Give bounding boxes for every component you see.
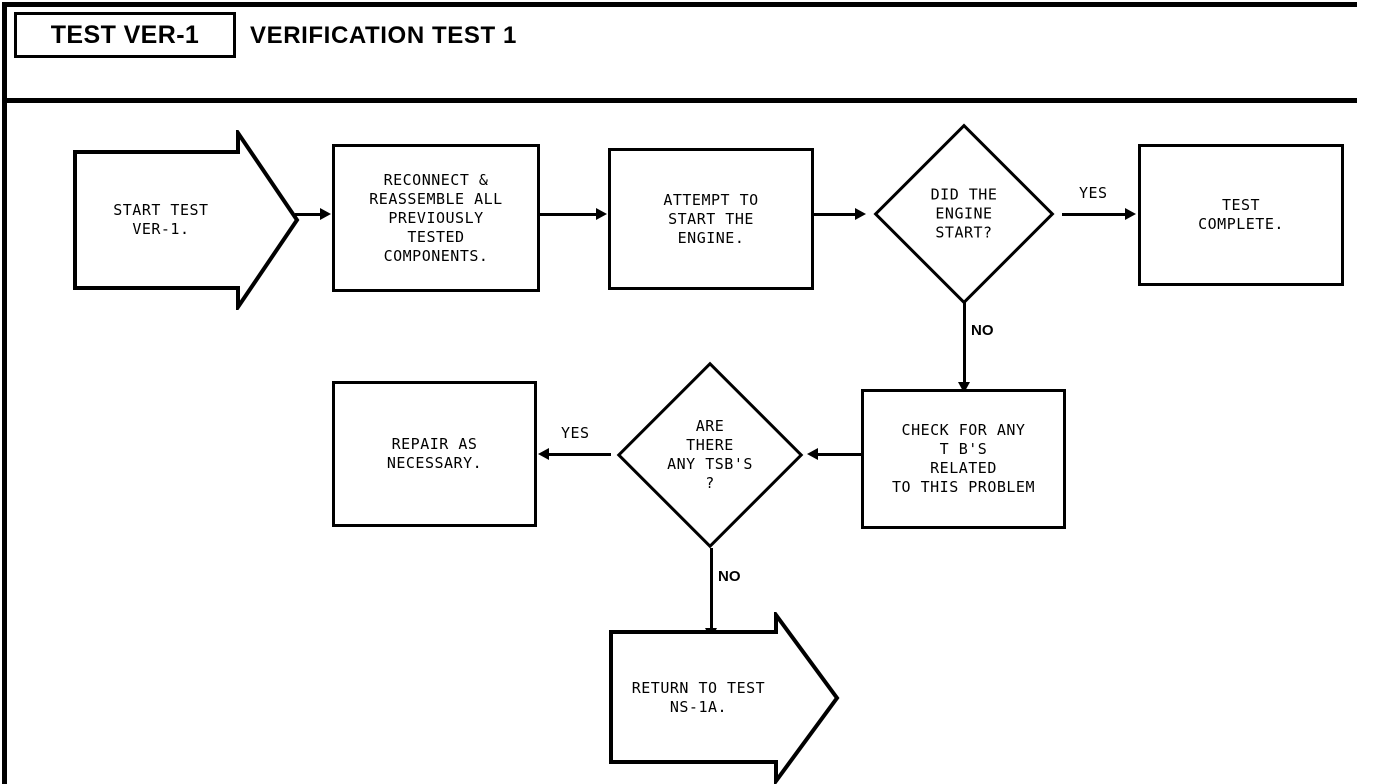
edge-reconnect-to-attempt — [540, 213, 596, 216]
node-start-test[interactable]: START TEST VER-1. — [72, 130, 300, 310]
edge-label-yes-tsb: YES — [561, 424, 590, 442]
edge-no-to-check-tsb-arrowhead — [958, 382, 970, 393]
edge-label-yes-engine: YES — [1079, 184, 1108, 202]
edge-attempt-to-decision-arrowhead — [855, 208, 866, 220]
edge-start-to-reconnect — [295, 213, 321, 216]
edge-yes-to-repair-arrowhead — [538, 448, 549, 460]
edge-no-to-check-tsb — [963, 302, 966, 384]
node-start-test-label: START TEST VER-1. — [113, 201, 209, 238]
node-test-complete[interactable]: TEST COMPLETE. — [1138, 144, 1344, 286]
edge-check-to-any-tsb-arrowhead — [807, 448, 818, 460]
node-are-there-tsbs[interactable]: ARE THERE ANY TSB'S ? — [610, 361, 810, 549]
document-header: TEST VER-1 VERIFICATION TEST 1 — [0, 0, 1376, 104]
node-reconnect-components[interactable]: RECONNECT & REASSEMBLE ALL PREVIOUSLY TE… — [332, 144, 540, 292]
test-code-label: TEST VER-1 — [50, 20, 200, 49]
edge-reconnect-to-attempt-arrowhead — [596, 208, 607, 220]
edge-yes-to-test-complete — [1062, 213, 1126, 216]
node-reconnect-components-label: RECONNECT & REASSEMBLE ALL PREVIOUSLY TE… — [369, 170, 503, 265]
node-check-for-tsb-label: CHECK FOR ANY T B'S RELATED TO THIS PROB… — [892, 421, 1035, 496]
node-return-to-test[interactable]: RETURN TO TEST NS-1A. — [608, 612, 840, 784]
node-repair-as-necessary-label: REPAIR AS NECESSARY. — [386, 435, 483, 472]
test-code-box: TEST VER-1 — [14, 12, 236, 58]
edge-no-to-return — [710, 548, 713, 630]
edge-start-to-reconnect-arrowhead — [320, 208, 331, 220]
node-attempt-start-engine-label: ATTEMPT TO START THE ENGINE. — [663, 190, 759, 247]
flowchart: START TEST VER-1. RECONNECT & REASSEMBLE… — [0, 104, 1376, 784]
node-are-there-tsbs-label: ARE THERE ANY TSB'S ? — [667, 417, 753, 492]
edge-label-yes-engine-text: YES — [1079, 184, 1108, 202]
node-attempt-start-engine[interactable]: ATTEMPT TO START THE ENGINE. — [608, 148, 814, 290]
header-bottom-rule — [4, 98, 1357, 103]
header-top-rule — [4, 2, 1357, 7]
edge-yes-to-test-complete-arrowhead — [1125, 208, 1136, 220]
edge-check-to-any-tsb — [818, 453, 862, 456]
node-did-engine-start-label: DID THE ENGINE START? — [930, 185, 998, 242]
edge-label-no-engine: NO — [971, 322, 994, 339]
page-left-border — [2, 2, 7, 784]
edge-label-no-tsb-text: NO — [718, 568, 741, 585]
node-repair-as-necessary[interactable]: REPAIR AS NECESSARY. — [332, 381, 537, 527]
node-check-for-tsb[interactable]: CHECK FOR ANY T B'S RELATED TO THIS PROB… — [861, 389, 1066, 529]
node-return-to-test-label: RETURN TO TEST NS-1A. — [631, 679, 766, 716]
edge-label-no-engine-text: NO — [971, 322, 994, 339]
edge-label-no-tsb: NO — [718, 568, 741, 585]
edge-label-yes-tsb-text: YES — [561, 424, 590, 442]
node-did-engine-start[interactable]: DID THE ENGINE START? — [866, 123, 1062, 305]
arrow-block-shape — [609, 612, 840, 784]
edge-attempt-to-decision — [814, 213, 856, 216]
node-test-complete-label: TEST COMPLETE. — [1198, 196, 1284, 233]
arrow-block-shape — [73, 130, 300, 310]
edge-yes-to-repair — [549, 453, 611, 456]
page-title: VERIFICATION TEST 1 — [250, 22, 517, 49]
